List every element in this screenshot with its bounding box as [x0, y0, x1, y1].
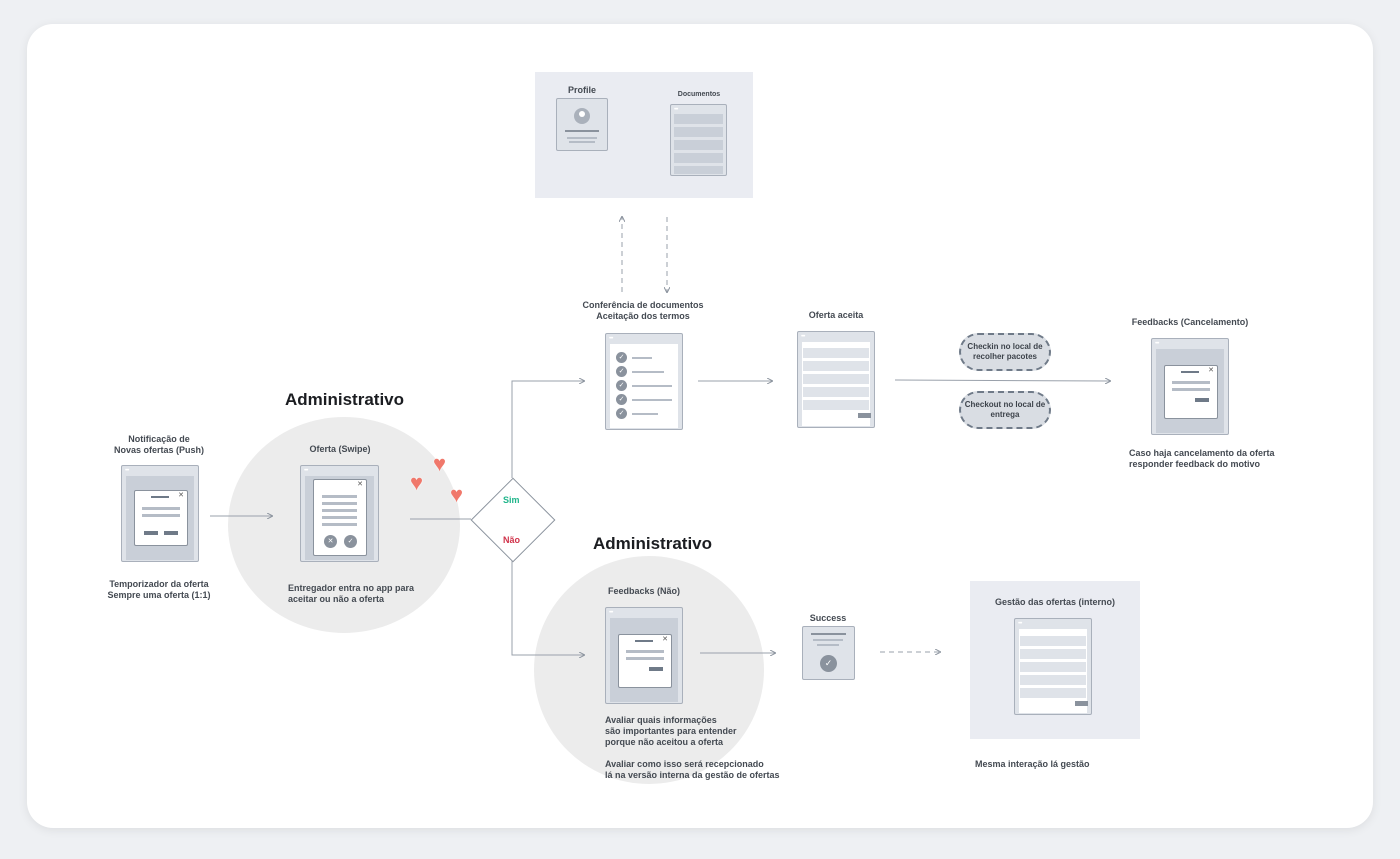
cancel-modal: ✕: [1164, 365, 1218, 419]
aceita-title: Oferta aceita: [808, 310, 864, 320]
close-icon: ✕: [1208, 367, 1214, 374]
swipe-title: Oferta (Swipe): [309, 444, 371, 454]
swipe-screen: ••• ✕ ✕ ✓: [300, 465, 379, 562]
success-title: Success: [809, 613, 847, 623]
cancel-caption: Caso haja cancelamento da oferta respond…: [1129, 448, 1275, 469]
gestao-title: Gestão das ofertas (interno): [994, 597, 1116, 607]
check-icon: ✓: [616, 352, 627, 363]
swipe-card: ✕ ✕ ✓: [313, 479, 367, 556]
heart-icon: ♥: [450, 482, 464, 507]
feedback-nao-screen: ••• ✕: [605, 607, 683, 704]
success-screen: ✓: [802, 626, 855, 680]
cancel-title: Feedbacks (Cancelamento): [1131, 317, 1249, 327]
check-icon: ✓: [616, 394, 627, 405]
reject-icon: ✕: [324, 535, 337, 548]
admin-title-2: Administrativo: [593, 534, 713, 553]
push-title: Notificação de Novas ofertas (Push): [113, 434, 205, 455]
close-icon: ✕: [357, 481, 363, 488]
check-icon: ✓: [820, 655, 837, 672]
profile-title: Profile: [567, 85, 596, 95]
check-icon: ✓: [616, 366, 627, 377]
accept-icon: ✓: [344, 535, 357, 548]
decision-no: Não: [503, 535, 521, 545]
push-screen: ••• ✕: [121, 465, 199, 562]
close-icon: ✕: [178, 492, 184, 499]
checkout-node: Checkout no local de entrega: [959, 391, 1051, 429]
documents-title: Documentos: [677, 91, 721, 98]
gestao-screen: •••: [1014, 618, 1092, 715]
feedback-nao-title: Feedbacks (Não): [607, 586, 681, 596]
close-icon: ✕: [662, 636, 668, 643]
check-icon: ✓: [616, 408, 627, 419]
feedback-modal: ✕: [618, 634, 672, 688]
decision-yes: Sim: [503, 495, 520, 505]
feedback-nao-caption: Avaliar quais informações são importante…: [605, 715, 780, 780]
push-modal: ✕: [134, 490, 188, 546]
swipe-caption: Entregador entra no app para aceitar ou …: [288, 583, 415, 604]
documents-screen: •••: [670, 104, 727, 176]
heart-icon: ♥: [410, 470, 424, 495]
cancel-screen: ••• ✕: [1151, 338, 1229, 435]
check-icon: ✓: [616, 380, 627, 391]
profile-screen: [556, 98, 608, 151]
conferencia-screen: ••• ✓ ✓ ✓ ✓ ✓: [605, 333, 683, 430]
admin-title-1: Administrativo: [285, 390, 405, 409]
heart-icon: ♥: [433, 451, 447, 476]
checkin-node: Checkin no local de recolher pacotes: [959, 333, 1051, 371]
push-caption: Temporizador da oferta Sempre uma oferta…: [107, 579, 211, 600]
aceita-screen: •••: [797, 331, 875, 428]
conferencia-title: Conferência de documentos Aceitação dos …: [582, 300, 704, 321]
gestao-caption: Mesma interação lá gestão: [975, 759, 1090, 769]
